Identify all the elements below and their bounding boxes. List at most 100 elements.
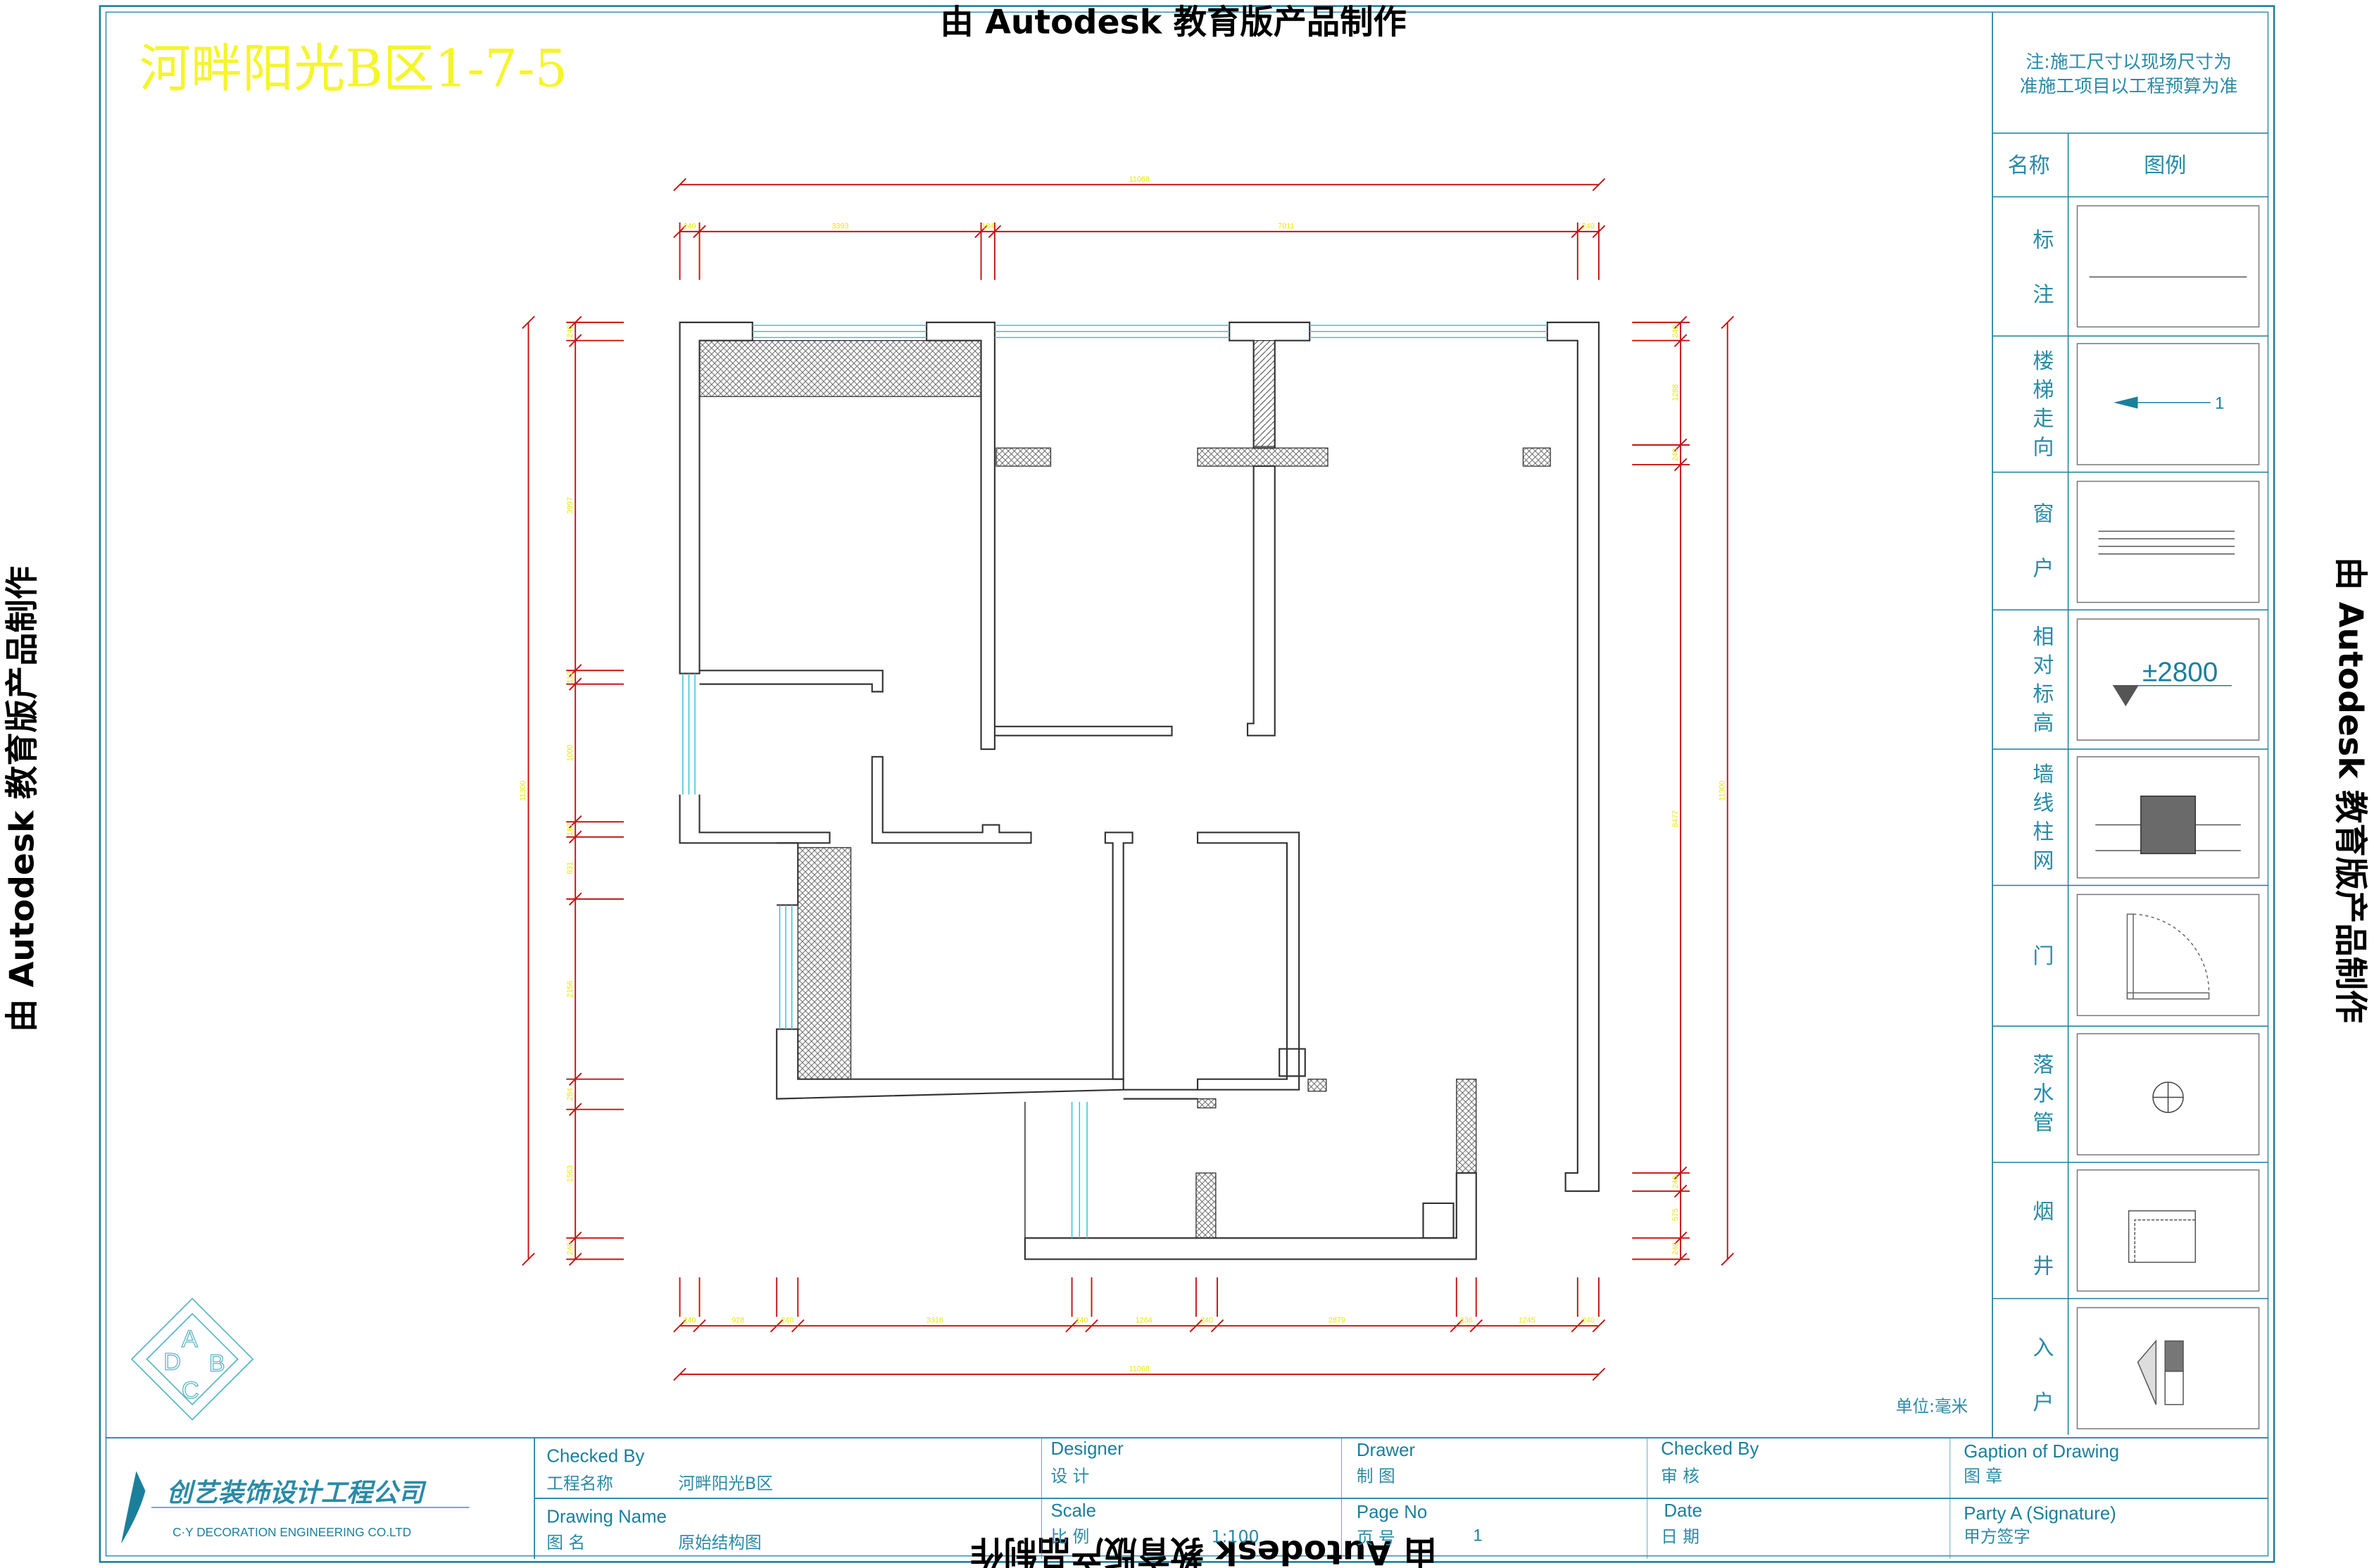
svg-text:D: D [163,1348,181,1375]
legend-name-entrance: 入户 [2028,1336,2053,1445]
drawing-name-value: 原始结构图 [678,1533,761,1553]
caption-label: Gaption of Drawing [1964,1442,2119,1462]
dabc-logo: D A B C [130,1298,254,1421]
dimension-label: 11300 [519,781,527,801]
door-symbol-icon [2126,913,2210,1000]
svg-text:B: B [209,1350,225,1377]
dimension-label: 1000 [566,744,574,761]
designer-label: Designer [1050,1439,1124,1459]
svg-text:C: C [182,1377,199,1404]
checked-by-label-1: Checked By [546,1447,644,1467]
dimension-tick [673,1367,686,1381]
dimension-tick [522,1253,535,1266]
scale-value: 1:100 [1211,1526,1259,1546]
dimension-label: 240 [1200,1317,1213,1325]
windows [682,325,1547,1238]
drawer-cn: 制 图 [1357,1466,1395,1486]
watermark-right: 由 Autodesk 教育版产品制作 [2331,557,2370,1023]
dimension-tick [770,1319,784,1333]
dimension-label: 236 [1460,1317,1473,1325]
dimension-label: 831 [566,862,574,874]
project-name-value: 河畔阳光B区 [678,1474,772,1493]
hatched-column [1307,1079,1327,1092]
dimension-tick [1721,315,1735,330]
watermark-top: 由 Autodesk 教育版产品制作 [940,3,1406,42]
dimension-tick [1469,1319,1483,1333]
dimension-label: 187 [566,823,574,836]
dimension-tick [1592,177,1606,192]
legend-name-door: 门 [2028,944,2053,965]
overall-dimension: 11068 [673,1365,1606,1381]
dimension-label: 240 [684,1317,696,1325]
legend-names: 标注 楼梯走向 窗户 相对标高 墙线柱网 门 落水管 烟井 入户 [2028,229,2054,1445]
dimension-label: 240 [1582,1317,1595,1325]
legend-name-stair-direction: 楼梯走向 [2028,350,2054,465]
checked-by-label-2: Checked By [1661,1439,1759,1459]
hatched-column [1197,1098,1217,1109]
dimension-label: 575 [1671,1208,1680,1221]
title-block-grid [106,1437,2268,1560]
checked-cn: 审 核 [1661,1466,1700,1486]
hatched-column [1197,447,1329,467]
dimension-label: 11300 [1718,781,1726,801]
project-name-label: 工程名称 [546,1474,613,1493]
dimension-label: 3997 [566,497,574,514]
dimension-tick [1065,1319,1079,1333]
diagonal-hatch-wall [1252,340,1276,447]
legend-symbols: 1 ±2800 [2076,205,2260,1429]
dimension-tick [693,1319,706,1333]
dimension-label: 240 [1671,449,1680,461]
inner-frame [105,11,2269,1557]
dimension-label: 7011 [1278,222,1294,231]
dimension-label: 3316 [927,1317,943,1325]
legend-symbol-header: 图例 [2144,153,2186,178]
dimension-label: 240 [684,222,696,231]
drawing-title: 河畔阳光B区1-7-5 [139,39,567,99]
drawing-name-label: Drawing Name [546,1507,667,1527]
drawer-label: Drawer [1357,1441,1416,1460]
dimension-label: 2156 [566,981,574,998]
party-a-cn: 甲方签字 [1964,1526,2030,1546]
dimension-label: 240 [1671,325,1680,338]
hatched-column [996,447,1052,467]
dimension-label: 11068 [1129,175,1150,184]
legend-name-window: 窗户 [2028,503,2053,612]
elevation-value: ±2800 [2142,657,2218,687]
page-no-cn: 页 号 [1357,1529,1395,1548]
scale-label: Scale [1050,1501,1096,1521]
dimension-label: 1563 [566,1165,574,1182]
dimension-label: 1245 [1519,1317,1535,1325]
hatched-wall [698,340,982,397]
dimension-label: 184 [981,222,994,231]
dimension-tick [1592,1319,1606,1333]
dimension-label: 1288 [1671,384,1680,401]
hatched-wall [1195,1172,1217,1239]
floor-plan [679,321,1600,1260]
dimension-tick [1085,1319,1098,1333]
overall-dimension: 11300 [1718,315,1735,1266]
note-line-2: 准施工项目以工程预算为准 [2020,76,2238,97]
dimension-tick [791,1319,805,1333]
legend-name-drain-pipe: 落水管 [2028,1053,2053,1140]
dimension-label: 11068 [1129,1365,1150,1374]
legend-name-chimney: 烟井 [2028,1200,2053,1310]
dimension-label: 284 [566,1088,574,1100]
dimension-tick [522,315,535,330]
dimension-label: 240 [1076,1317,1088,1325]
overall-dimension: 11068 [673,175,1606,192]
hatched-column [1522,447,1551,467]
legend-name-relative-elevation: 相对标高 [2028,625,2054,740]
chimney-shaft-icon [2128,1210,2196,1263]
page-no-label: Page No [1357,1503,1427,1522]
svg-text:A: A [182,1326,198,1353]
page-no-value: 1 [1473,1526,1482,1545]
dimension-label: 240 [1671,1176,1680,1188]
dimension-tick [673,1319,686,1333]
hatched-wall [1456,1079,1477,1174]
